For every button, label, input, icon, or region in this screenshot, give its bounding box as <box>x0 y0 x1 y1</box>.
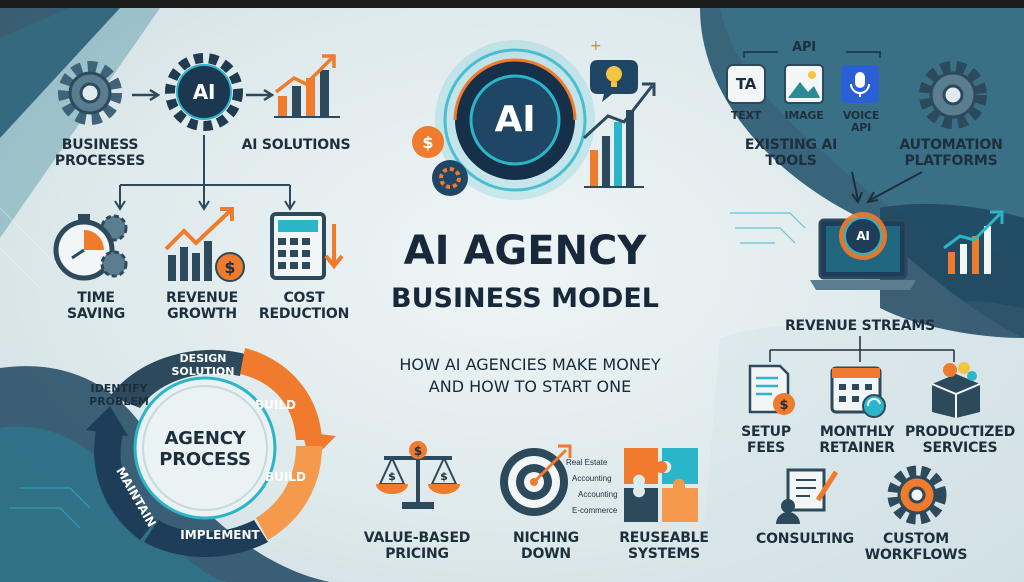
target-icon <box>496 440 576 520</box>
stream-label-productized-services: PRODUCTIZED SERVICES <box>904 424 1016 456</box>
page-title-line2: BUSINESS MODEL <box>391 283 659 314</box>
benefit-label-cost-reduction: COST REDUCTION <box>258 290 350 322</box>
stopwatch-gear-icon <box>48 208 134 284</box>
laptop-icon <box>808 206 918 294</box>
page-subtitle: HOW AI AGENCIES MAKE MONEY AND HOW TO ST… <box>350 354 710 398</box>
stream-label-setup-fees: SETUP FEES <box>741 424 791 456</box>
stream-label-custom-workflows: CUSTOM WORKFLOWS <box>864 531 968 563</box>
step-design-solution: DESIGN SOLUTION <box>171 352 235 378</box>
tool-label-image: IMAGE <box>784 109 824 122</box>
step-identify-problem: IDENTIFY PROBLEM <box>89 382 149 408</box>
puzzle-icon <box>620 444 704 524</box>
niche-ecommerce: E-commerce <box>572 506 618 515</box>
svg-text:$: $ <box>388 470 396 483</box>
ai-solutions-label: AI SOLUTIONS <box>241 137 351 153</box>
api-bracket <box>743 51 881 58</box>
ai-badge-label: AI <box>192 80 216 104</box>
niche-real-estate: Real Estate <box>566 458 608 467</box>
page-title-line1: AI AGENCY <box>403 228 647 274</box>
automation-gear-icon <box>916 58 990 132</box>
business-processes-label: BUSINESS PROCESSES <box>54 137 146 169</box>
niche-accounting-2: Accounting <box>578 490 618 499</box>
tool-label-voice-api: VOICE API <box>842 109 880 134</box>
strategy-label-reuseable-systems: REUSEABLE SYSTEMS <box>619 530 709 562</box>
tools-connector <box>851 171 923 205</box>
benefit-label-revenue-growth: REVENUE GROWTH <box>166 290 238 322</box>
revenue-streams-title: REVENUE STREAMS <box>784 318 936 334</box>
tool-label-text: TEXT <box>730 109 762 122</box>
gear-icon <box>884 462 950 528</box>
step-build-2: BUILD <box>265 470 306 484</box>
agency-process-line1: AGENCY <box>164 428 246 449</box>
agency-process-line2: PROCESS <box>159 449 251 470</box>
svg-text:$: $ <box>440 470 448 483</box>
calendar-icon <box>828 360 888 420</box>
laptop-ai-label: AI <box>856 229 870 243</box>
subtitle-line2: AND HOW TO START ONE <box>428 377 632 396</box>
arrow-right-icon <box>246 88 275 102</box>
benefit-label-time-saving: TIME SAVING <box>66 290 126 322</box>
revenue-connector <box>769 336 955 362</box>
revenue-chart-icon <box>940 208 1010 278</box>
microphone-icon <box>840 64 880 104</box>
stream-label-monthly-retainer: MONTHLY RETAINER <box>819 424 895 456</box>
svg-text:$: $ <box>422 133 433 152</box>
ai-gear-icon <box>164 52 244 132</box>
hub-ai-label: AI <box>494 99 536 140</box>
scale-icon: $ $ $ <box>372 440 464 512</box>
agency-process-title: AGENCY PROCESS <box>140 428 270 470</box>
strategy-label-niching-down: NICHING DOWN <box>513 530 579 562</box>
calculator-icon <box>270 212 350 282</box>
business-process-gear-icon <box>52 55 128 131</box>
svg-text:+: + <box>590 38 602 54</box>
branch-connector <box>114 135 296 211</box>
top-bar <box>0 0 1024 8</box>
strategy-label-value-pricing: VALUE-BASED PRICING <box>363 530 471 562</box>
existing-tools-label: EXISTING AI TOOLS <box>744 137 838 169</box>
niche-accounting-1: Accounting <box>572 474 612 483</box>
arrow-right-icon <box>132 88 161 102</box>
text-icon-glyph: TA <box>735 75 757 93</box>
ai-solutions-chart-icon <box>272 52 342 122</box>
step-build-1: BUILD <box>255 398 296 412</box>
api-label: API <box>792 40 816 55</box>
step-implement: IMPLEMENT <box>180 528 260 542</box>
text-icon <box>726 64 766 104</box>
agency-process-cycle <box>86 348 336 557</box>
image-icon <box>784 64 824 104</box>
stream-label-consulting: CONSULTING <box>756 531 854 547</box>
automation-platforms-label: AUTOMATION PLATFORMS <box>899 137 1003 169</box>
box-icon <box>924 360 988 420</box>
invoice-icon: $ <box>744 362 800 418</box>
ai-hub-graphic: $ + <box>412 38 656 200</box>
growth-chart-icon: $ <box>162 205 248 285</box>
svg-text:$: $ <box>414 444 422 458</box>
subtitle-line1: HOW AI AGENCIES MAKE MONEY <box>399 355 661 374</box>
consulting-icon <box>774 466 840 526</box>
svg-text:$: $ <box>224 258 235 277</box>
svg-text:$: $ <box>779 398 788 413</box>
